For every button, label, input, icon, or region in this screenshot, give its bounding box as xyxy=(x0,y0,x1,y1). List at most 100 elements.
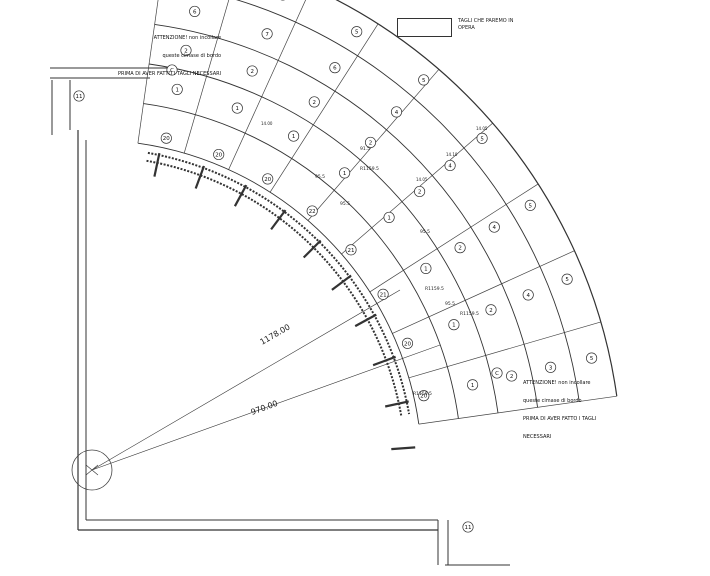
piece-label-outer: 5 xyxy=(418,74,430,86)
piece-label-ring1-ring xyxy=(171,83,183,95)
piece-label-ring0-ring xyxy=(262,173,274,185)
anchor-bar xyxy=(372,355,396,367)
piece-label-ring1: 1 xyxy=(339,167,351,179)
piece-label-ring0-text: 20 xyxy=(420,394,427,400)
piece-label-ring2-ring xyxy=(506,370,518,382)
piece-label-ring3: 6 xyxy=(189,5,201,17)
piece-label-ring3-ring xyxy=(189,5,201,17)
radial-joint xyxy=(228,0,307,170)
drain-channel xyxy=(146,159,403,416)
piece-label-ring2-text: 2 xyxy=(458,246,462,252)
elevation-mark: 14.05 xyxy=(476,126,488,131)
dimension-long: 1178.00 xyxy=(259,322,292,346)
anchor-bar xyxy=(233,184,248,207)
piece-label-ring1: 1 xyxy=(383,211,395,223)
ring-arc xyxy=(143,103,459,419)
piece-label-outer: 5 xyxy=(476,132,488,144)
piece-label-ring3: 3 xyxy=(545,361,557,373)
piece-label-ring0-text: 21 xyxy=(380,292,387,298)
piece-label-ring2-text: 2 xyxy=(510,374,514,380)
drain-channel xyxy=(147,151,411,415)
note-top-line-1: ATTENZIONE! non incollare xyxy=(153,35,222,41)
piece-label-ring2-text: 2 xyxy=(250,69,254,75)
piece-label-ring1: 1 xyxy=(171,83,183,95)
dimension-short: 970.00 xyxy=(250,399,279,417)
piece-label-ring2-text: 2 xyxy=(489,308,493,314)
piece-label-ring2-ring xyxy=(308,96,320,108)
piece-label-ring2: 2 xyxy=(364,136,377,148)
piece-label-end-ring xyxy=(73,90,85,102)
piece-label-ring0-ring xyxy=(306,205,318,217)
radial-joint xyxy=(369,183,539,293)
piece-label-ring0-ring xyxy=(377,288,389,300)
radial-joint xyxy=(183,0,230,154)
piece-label-ring3: 7 xyxy=(261,28,273,40)
anchor-bar xyxy=(384,400,409,408)
piece-label-outer-ring xyxy=(524,199,536,211)
ring-arc xyxy=(335,0,618,397)
piece-label-ring0: 20 xyxy=(262,173,274,185)
piece-label-ring2-text: 2 xyxy=(369,140,373,146)
piece-label-ring2: 2 xyxy=(308,96,320,108)
piece-label-ring1: 1 xyxy=(467,379,479,391)
piece-label-ring0: 21 xyxy=(345,244,357,256)
piece-label-corner: C xyxy=(166,64,178,76)
piece-label-ring2: 2 xyxy=(485,304,497,316)
piece-label-ring2-ring xyxy=(414,185,426,198)
dimension-radius: R1159.5 xyxy=(413,391,432,397)
ring-arc xyxy=(154,23,539,408)
piece-label-ring1-text: 1 xyxy=(236,106,240,112)
piece-label-ring3-ring xyxy=(390,106,403,118)
piece-label-ring1-text: 1 xyxy=(292,134,296,140)
anchor-bar xyxy=(270,209,287,231)
piece-label-outer: 5 xyxy=(524,199,536,211)
ring-arc xyxy=(235,0,580,402)
piece-label-outer-ring xyxy=(476,132,488,144)
piece-label-ring0: 20 xyxy=(401,337,414,349)
piece-label-ring3-ring xyxy=(261,28,273,40)
piece-label-outer-text: 5 xyxy=(590,356,594,362)
piece-label-ring1: 1 xyxy=(231,102,243,114)
piece-label-ring3-ring xyxy=(522,289,534,301)
piece-label-ring2-ring xyxy=(180,44,192,56)
piece-label-ring1: 1 xyxy=(420,262,432,274)
anchor-bar xyxy=(354,313,377,328)
piece-label-ring2-ring xyxy=(246,65,258,77)
piece-label-ring3-text: 4 xyxy=(448,164,452,170)
piece-label-outer-ring xyxy=(586,352,598,364)
piece-label-ring3: 4 xyxy=(444,159,456,172)
dimension-lines xyxy=(71,289,441,491)
piece-label-corner-text: C xyxy=(170,68,174,74)
anchor-bar xyxy=(153,152,161,177)
piece-label-corner: C xyxy=(491,367,503,379)
piece-label-end: 11 xyxy=(462,521,474,533)
piece-label-ring0: 22 xyxy=(306,205,318,217)
piece-label-outer-text: 5 xyxy=(565,277,569,283)
radial-joint xyxy=(418,395,617,425)
note-right-line-2: queste cimase di bordo xyxy=(523,398,582,404)
piece-label-ring0-ring xyxy=(418,390,430,402)
piece-label-ring1-text: 1 xyxy=(424,266,428,272)
piece-label-corner-ring xyxy=(491,367,503,379)
piece-label-ring3-text: 3 xyxy=(549,365,553,371)
piece-label-ring0-text: 22 xyxy=(309,209,316,215)
piece-label-ring2: 2 xyxy=(506,370,518,382)
piece-label-ring0-text: 20 xyxy=(404,341,411,347)
piece-label-ring2-text: 2 xyxy=(313,100,317,106)
piece-label-end: 11 xyxy=(73,90,85,102)
piece-label-ring3-text: 6 xyxy=(193,9,197,15)
piece-label-ring1-text: 1 xyxy=(175,87,179,93)
piece-label-ring1-text: 1 xyxy=(343,171,347,177)
legend-swatch xyxy=(397,18,452,37)
dimension-radius: R1159.5 xyxy=(460,311,479,317)
radial-joint xyxy=(408,321,601,379)
piece-label-ring3: 4 xyxy=(522,289,534,301)
piece-label-ring1-ring xyxy=(448,319,460,331)
radial-joint xyxy=(137,0,159,144)
dimension-small: 95.5 xyxy=(445,301,455,307)
piece-label-ring3: 4 xyxy=(488,221,500,233)
ring-arc xyxy=(137,142,420,425)
piece-label-ring0: 20 xyxy=(418,390,430,402)
dimension-small: 95.5 xyxy=(420,229,430,235)
